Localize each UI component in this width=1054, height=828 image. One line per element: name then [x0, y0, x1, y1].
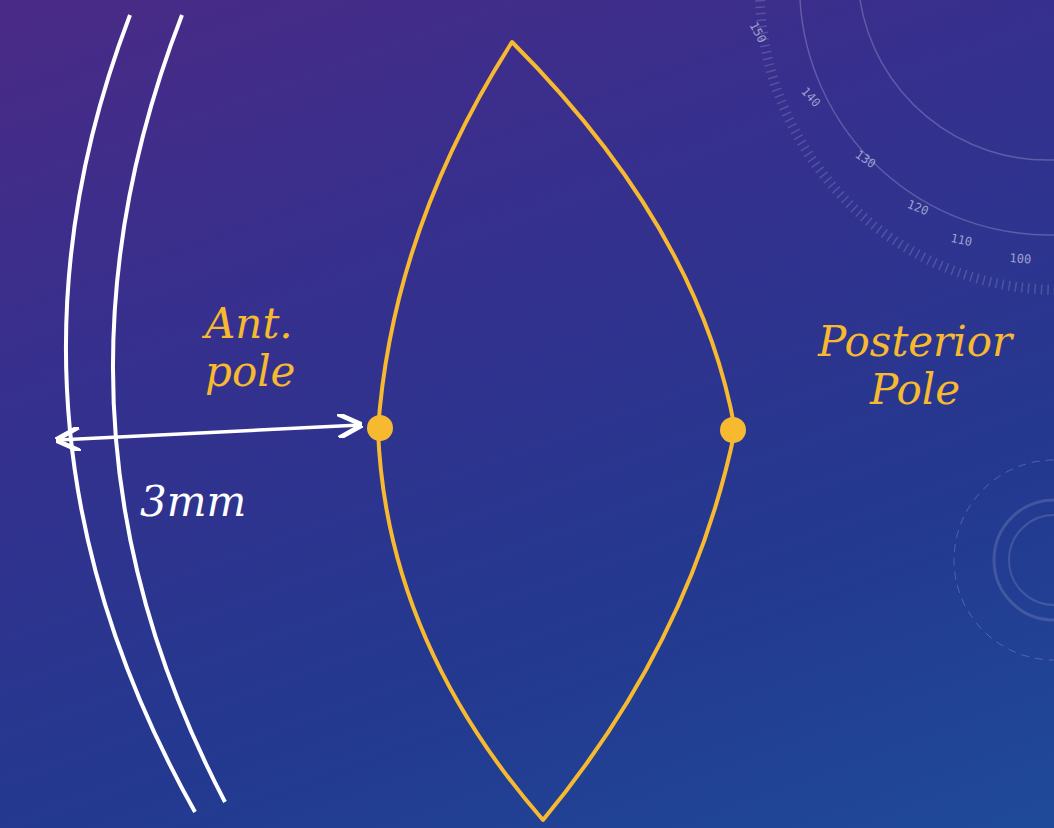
posterior-pole-dot: [720, 417, 746, 443]
scale-number: 140: [798, 85, 823, 110]
scale-number: 120: [905, 198, 930, 219]
dimension-label: 3mm: [140, 478, 300, 526]
lens-outline: [378, 42, 735, 820]
scale-number: 110: [949, 232, 973, 250]
anterior-pole-dot: [367, 415, 393, 441]
scale-number: 100: [1009, 252, 1032, 267]
scale-number: 130: [852, 148, 878, 172]
part-label: Posterior Pole: [790, 318, 1040, 415]
cornea-inner: [113, 15, 225, 802]
part-label: Ant. pole: [205, 300, 355, 397]
scale-number: 150: [746, 20, 768, 46]
protractor-decoration: [760, 0, 1054, 660]
dimension-arrow: [58, 425, 360, 440]
